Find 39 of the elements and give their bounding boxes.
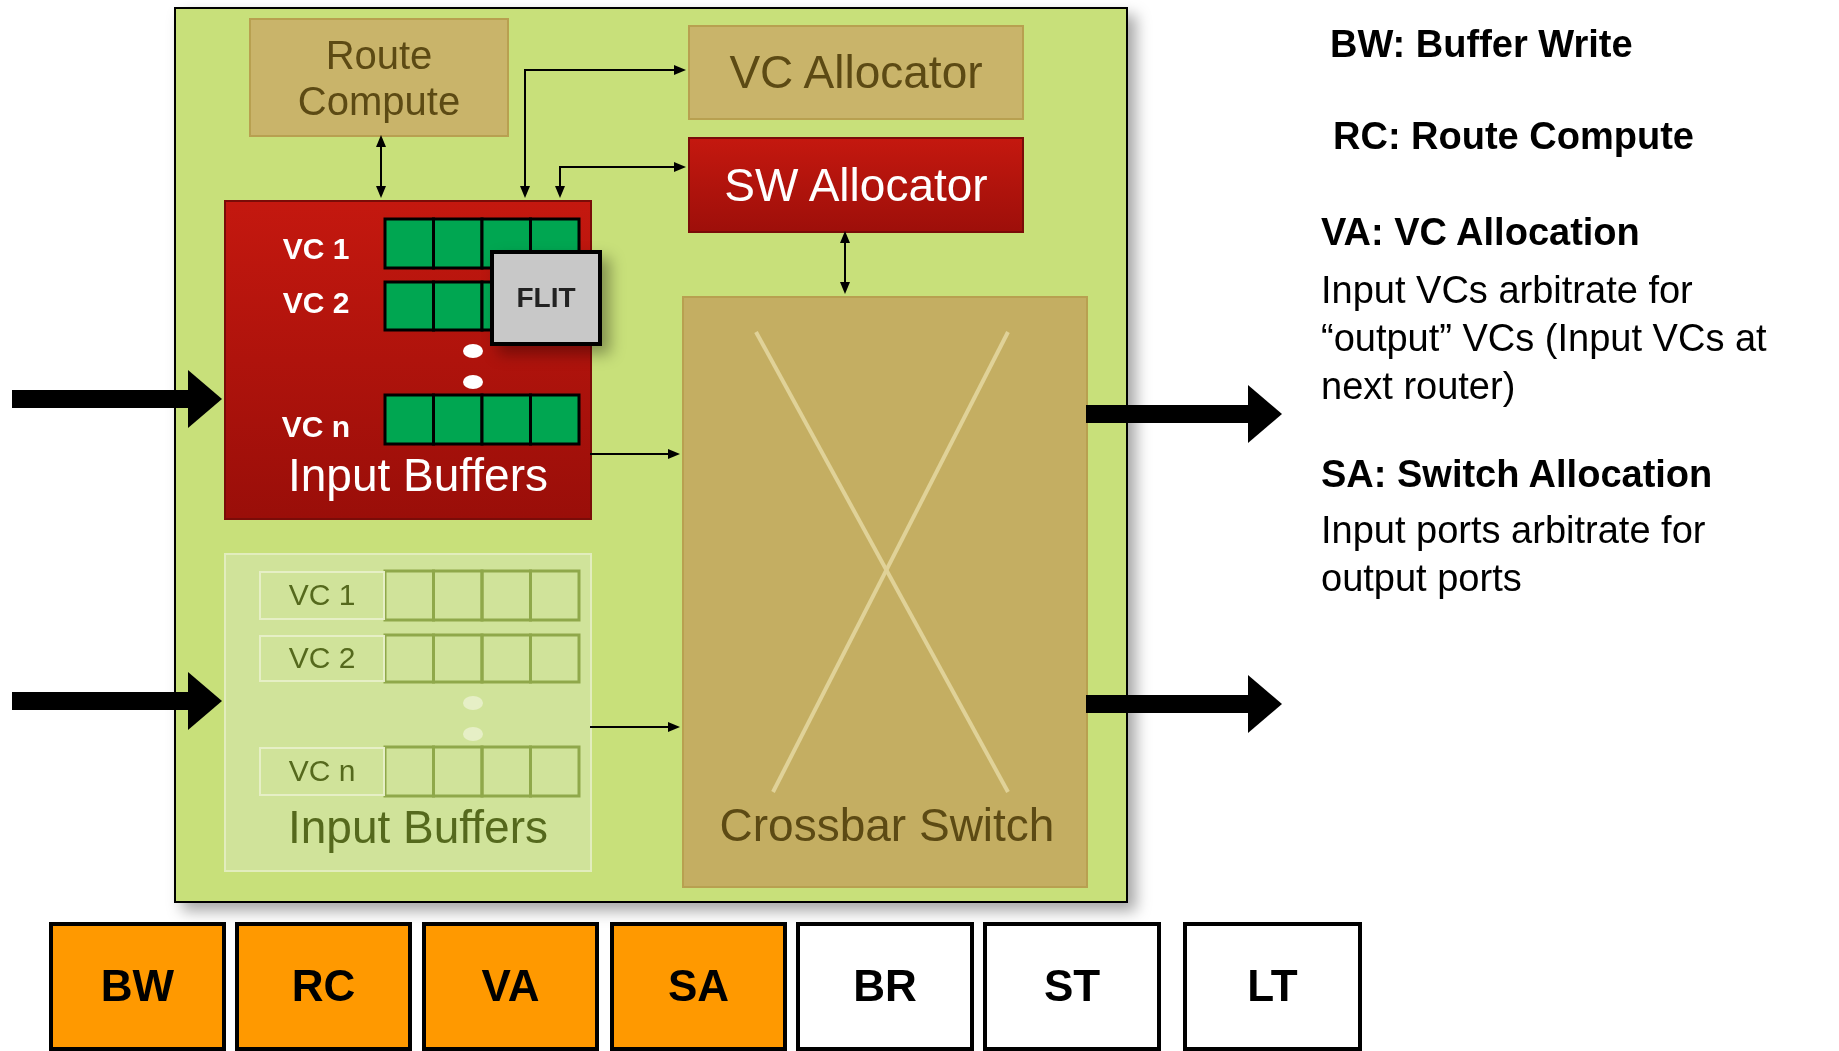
pipeline-stage: SA bbox=[610, 922, 787, 1051]
crossbar-switch-box bbox=[682, 296, 1088, 888]
thick-arrow bbox=[12, 672, 222, 730]
pipeline-stage: RC bbox=[235, 922, 412, 1051]
router-box bbox=[174, 7, 1128, 903]
vc-label: VC 1 bbox=[259, 571, 385, 620]
pipeline-stage: BR bbox=[796, 922, 974, 1051]
pipeline-stage: BW bbox=[49, 922, 226, 1051]
flit-box: FLIT bbox=[490, 250, 602, 346]
thick-arrow bbox=[1086, 675, 1282, 733]
pipeline-stage: LT bbox=[1183, 922, 1362, 1051]
route-compute-box: Route Compute bbox=[249, 18, 509, 137]
input-buffer-block bbox=[224, 553, 592, 872]
legend-heading: BW: Buffer Write bbox=[1330, 22, 1634, 67]
vc-label: VC 1 bbox=[266, 232, 366, 266]
legend-text: Input VCs arbitrate for “output” VCs (Input VCs at next router) bbox=[1321, 268, 1768, 409]
legend-text: Input ports arbitrate for output ports bbox=[1321, 508, 1707, 601]
pipeline-stage: ST bbox=[983, 922, 1161, 1051]
double-arrow bbox=[376, 135, 386, 198]
legend-heading: VA: VC Allocation bbox=[1321, 210, 1641, 255]
vc-label: VC n bbox=[266, 410, 366, 444]
pipeline-stage: VA bbox=[422, 922, 599, 1051]
block-title: Input Buffers bbox=[287, 449, 549, 502]
legend-heading: SA: Switch Allocation bbox=[1321, 452, 1714, 497]
thick-arrow bbox=[12, 370, 222, 428]
double-arrow bbox=[555, 162, 686, 198]
thick-arrow bbox=[1086, 385, 1282, 443]
arrow bbox=[589, 722, 680, 732]
vc-allocator-box: VC Allocator bbox=[688, 25, 1024, 120]
legend-heading: RC: Route Compute bbox=[1333, 114, 1695, 159]
double-arrow bbox=[840, 231, 850, 294]
arrow bbox=[589, 449, 680, 459]
double-arrow bbox=[520, 65, 686, 198]
block-title: Crossbar Switch bbox=[718, 799, 1056, 852]
block-title: Input Buffers bbox=[287, 801, 549, 854]
vc-label: VC 2 bbox=[259, 635, 385, 682]
vc-label: VC 2 bbox=[266, 286, 366, 320]
sw-allocator-box: SW Allocator bbox=[688, 137, 1024, 233]
vc-label: VC n bbox=[259, 747, 385, 796]
